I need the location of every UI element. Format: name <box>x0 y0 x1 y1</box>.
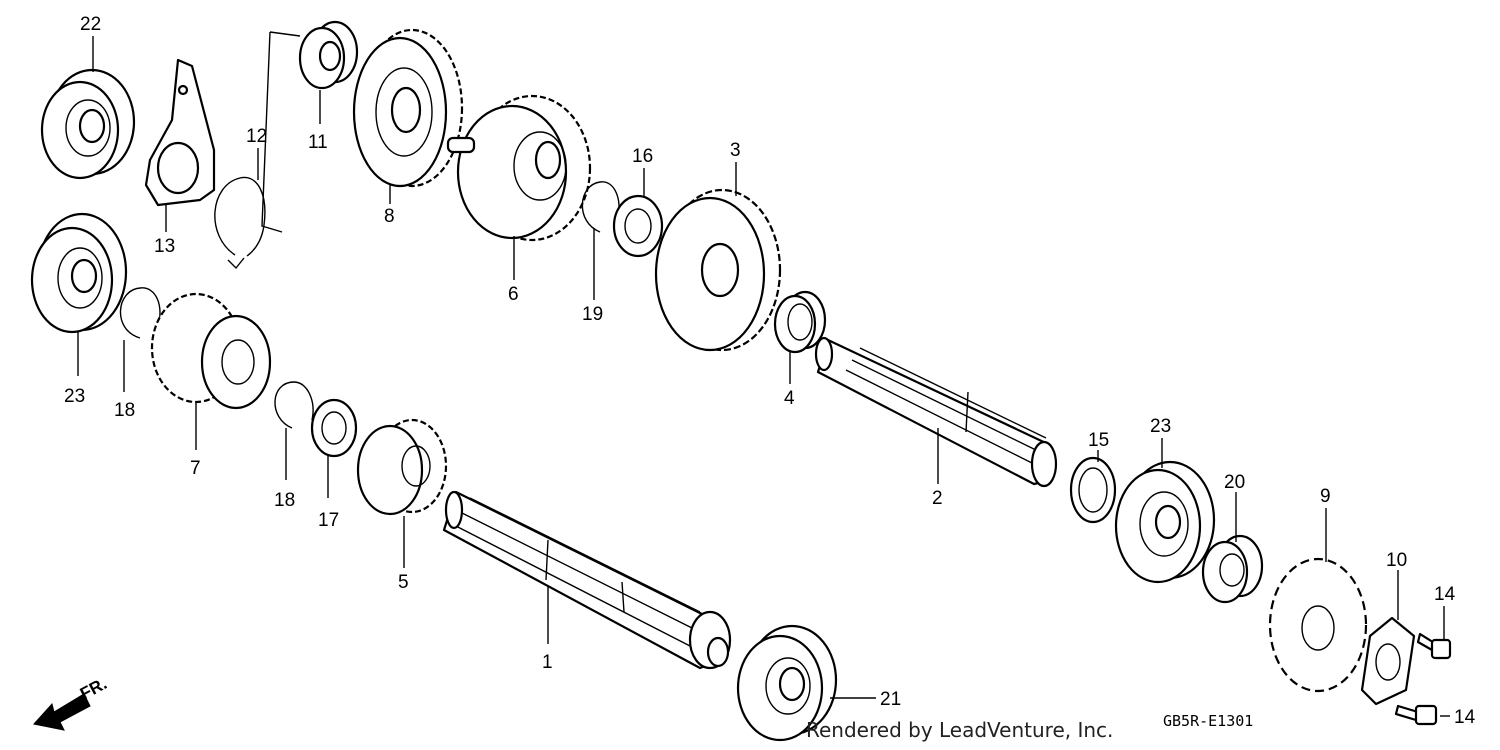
diagram-code: GB5R-E1301 <box>1163 712 1254 730</box>
callout-14-lower: 14 <box>1454 707 1476 728</box>
part-18-snap-ring-upper[interactable] <box>119 287 161 339</box>
front-arrow-icon <box>33 693 91 731</box>
part-4-bushing[interactable] <box>773 290 827 354</box>
part-6-gear[interactable] <box>446 94 592 242</box>
callout-15: 15 <box>1088 430 1109 451</box>
callout-6: 6 <box>508 284 519 305</box>
callout-16: 16 <box>632 146 653 167</box>
part-16-splined-washer[interactable] <box>612 194 664 258</box>
part-21-bearing[interactable] <box>736 624 838 742</box>
callout-10: 10 <box>1386 550 1407 571</box>
callout-18-lower: 18 <box>274 490 295 511</box>
callout-23-right: 23 <box>1150 416 1171 437</box>
part-5-gear[interactable] <box>356 418 448 516</box>
callout-11: 11 <box>308 132 328 153</box>
part-15-washer[interactable] <box>1069 456 1117 524</box>
callout-2: 2 <box>932 488 943 509</box>
part-18-snap-ring-lower[interactable] <box>274 381 314 429</box>
part-22-bearing[interactable] <box>40 68 136 180</box>
callout-5: 5 <box>398 572 409 593</box>
part-8-gear[interactable] <box>352 28 464 188</box>
part-19-snap-ring[interactable] <box>581 181 620 233</box>
part-13-stopper-plate[interactable] <box>144 58 216 207</box>
part-10-fixing-plate[interactable] <box>1360 616 1416 706</box>
front-direction-indicator: FR. <box>33 674 110 731</box>
callout-4: 4 <box>784 388 795 409</box>
callout-8: 8 <box>384 206 395 227</box>
callout-19: 19 <box>582 304 603 325</box>
callout-23-left: 23 <box>64 386 85 407</box>
part-11-collar[interactable] <box>298 20 359 90</box>
part-14-bolt-upper[interactable] <box>1416 632 1452 660</box>
callout-7: 7 <box>190 458 201 479</box>
leader-lines <box>77 36 1450 717</box>
part-1-mainshaft[interactable] <box>442 490 732 670</box>
callout-1: 1 <box>542 652 553 673</box>
callout-3: 3 <box>730 140 741 161</box>
callout-18-upper: 18 <box>114 400 135 421</box>
bracket-line <box>261 31 301 233</box>
part-23-bearing-left[interactable] <box>30 212 128 334</box>
callout-21: 21 <box>880 689 901 710</box>
part-3-gear[interactable] <box>654 188 782 352</box>
callout-20: 20 <box>1224 472 1245 493</box>
callout-17: 17 <box>318 510 339 531</box>
part-23-bearing-right[interactable] <box>1114 460 1216 584</box>
part-20-oil-seal[interactable] <box>1201 534 1264 604</box>
callout-22: 22 <box>80 14 101 35</box>
part-12-retaining-ring[interactable] <box>214 176 266 270</box>
part-9-drive-sprocket[interactable] <box>1268 557 1368 693</box>
part-14-bolt-lower[interactable] <box>1394 704 1438 726</box>
part-7-gear[interactable] <box>150 292 272 410</box>
callout-labels: 22 13 12 11 8 6 19 16 3 4 2 15 23 20 9 1… <box>64 14 1476 728</box>
part-17-splined-washer[interactable] <box>310 398 358 458</box>
callout-12: 12 <box>246 126 267 147</box>
callout-14-upper: 14 <box>1434 584 1456 605</box>
render-credit: Rendered by LeadVenture, Inc. <box>806 718 1114 742</box>
callout-13: 13 <box>154 236 175 257</box>
part-2-countershaft[interactable] <box>814 336 1058 488</box>
callout-9: 9 <box>1320 486 1331 507</box>
